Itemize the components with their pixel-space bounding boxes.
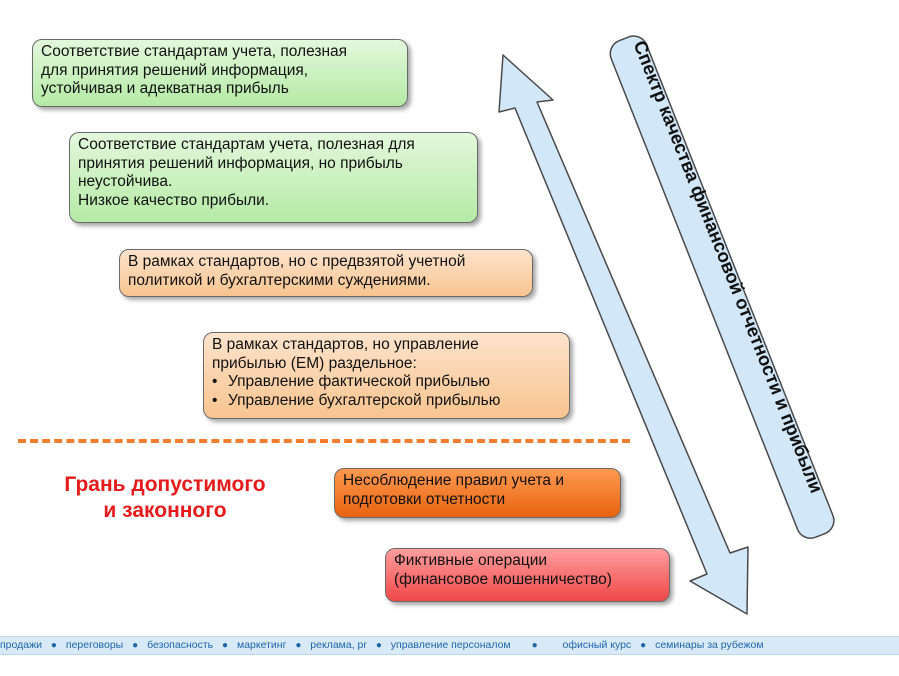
footer-separator: ● xyxy=(531,640,538,651)
footer-item[interactable]: переговоры xyxy=(65,639,124,651)
box-bullet: Управление бухгалтерской прибылью xyxy=(212,392,561,411)
footer-item[interactable]: управление персоналом xyxy=(390,639,511,651)
box-line: устойчивая и адекватная прибыль xyxy=(41,80,289,97)
quality-box-earnings-management: В рамках стандартов, но управление прибы… xyxy=(203,332,570,419)
box-line: (финансовое мошенничество) xyxy=(394,570,612,588)
box-line: В рамках стандартов, но с предвзятой уче… xyxy=(128,253,466,270)
box-bullet: Управление фактической прибылью xyxy=(212,373,561,392)
legal-limit-divider xyxy=(18,439,630,443)
quality-box-biased-policy: В рамках стандартов, но с предвзятой уче… xyxy=(119,249,533,297)
box-line: подготовки отчетности xyxy=(343,490,506,508)
arrow-label-group: Спектр качества финансовой отчетности и … xyxy=(609,35,835,539)
box-line: прибылью (EM) раздельное: xyxy=(212,354,417,372)
quality-box-high: Соответствие стандартам учета, полезная … xyxy=(32,39,408,107)
legal-limit-label: Грань допустимого и законного xyxy=(20,472,310,524)
box-line: для принятия решений информация, xyxy=(41,61,309,79)
box-line: принятия решений информация, но прибыль xyxy=(78,154,403,172)
legal-limit-line2: и законного xyxy=(103,499,227,522)
footer-separator: ● xyxy=(50,640,57,651)
footer-bar: продажи ● переговоры ● безопасность ● ма… xyxy=(0,636,899,655)
box-line: В рамках стандартов, но управление xyxy=(212,336,479,353)
footer-separator: ● xyxy=(375,640,382,651)
arrow-label-band xyxy=(609,35,835,539)
quality-box-fraud: Фиктивные операции (финансовое мошенниче… xyxy=(385,548,670,602)
footer-separator: ● xyxy=(132,640,139,651)
legal-limit-line1: Грань допустимого xyxy=(64,473,266,496)
footer-separator: ● xyxy=(222,640,229,651)
box-line: Соответствие стандартам учета, полезная xyxy=(41,43,348,60)
footer-item[interactable]: продажи xyxy=(0,639,42,651)
footer-item[interactable]: маркетинг xyxy=(237,639,287,651)
box-line: Низкое качество прибыли. xyxy=(78,191,270,209)
box-line: Несоблюдение правил учета и xyxy=(343,472,564,489)
footer-item[interactable]: офисный курс xyxy=(562,639,632,651)
quality-box-noncompliance: Несоблюдение правил учета и подготовки о… xyxy=(334,468,621,518)
footer-item[interactable]: безопасность xyxy=(147,639,214,651)
footer-separator: ● xyxy=(640,640,647,651)
box-line: Фиктивные операции xyxy=(394,552,548,569)
box-line: неустойчива. xyxy=(78,173,173,190)
footer-separator: ● xyxy=(295,640,302,651)
box-line: политикой и бухгалтерскими суждениями. xyxy=(128,271,431,289)
footer-item[interactable]: реклама, pr xyxy=(310,639,367,651)
double-arrow-shape xyxy=(498,54,749,615)
box-line: Соответствие стандартам учета, полезная … xyxy=(78,136,415,153)
quality-box-low-earnings: Соответствие стандартам учета, полезная … xyxy=(69,132,478,223)
footer-item[interactable]: семинары за рубежом xyxy=(655,639,764,651)
